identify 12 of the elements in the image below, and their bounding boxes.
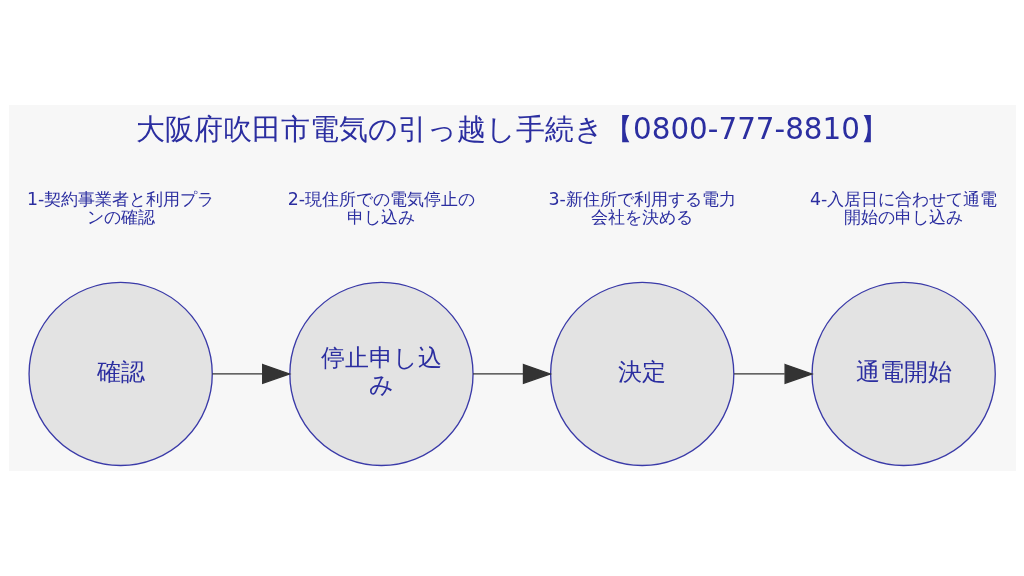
diagram-title: 大阪府吹田市電気の引っ越し手続き【0800-777-8810】 [135, 112, 889, 147]
node-label: 3-新住所で利用する電力会社を決める [548, 188, 736, 228]
node-label: 2-現住所での電気停止の申し込み [287, 188, 475, 228]
node-circle: 通電開始 [810, 281, 996, 467]
node-label: 4-入居日に合わせて通電開始の申し込み [809, 188, 997, 228]
arrow [471, 363, 552, 385]
node-circle: 停止申し込み [288, 281, 474, 467]
arrow [732, 363, 814, 385]
node-circle: 確認 [27, 281, 213, 467]
node-label: 1-契約事業者と利用プランの確認 [26, 188, 214, 228]
arrow [211, 363, 291, 385]
node-circle: 決定 [549, 281, 734, 467]
